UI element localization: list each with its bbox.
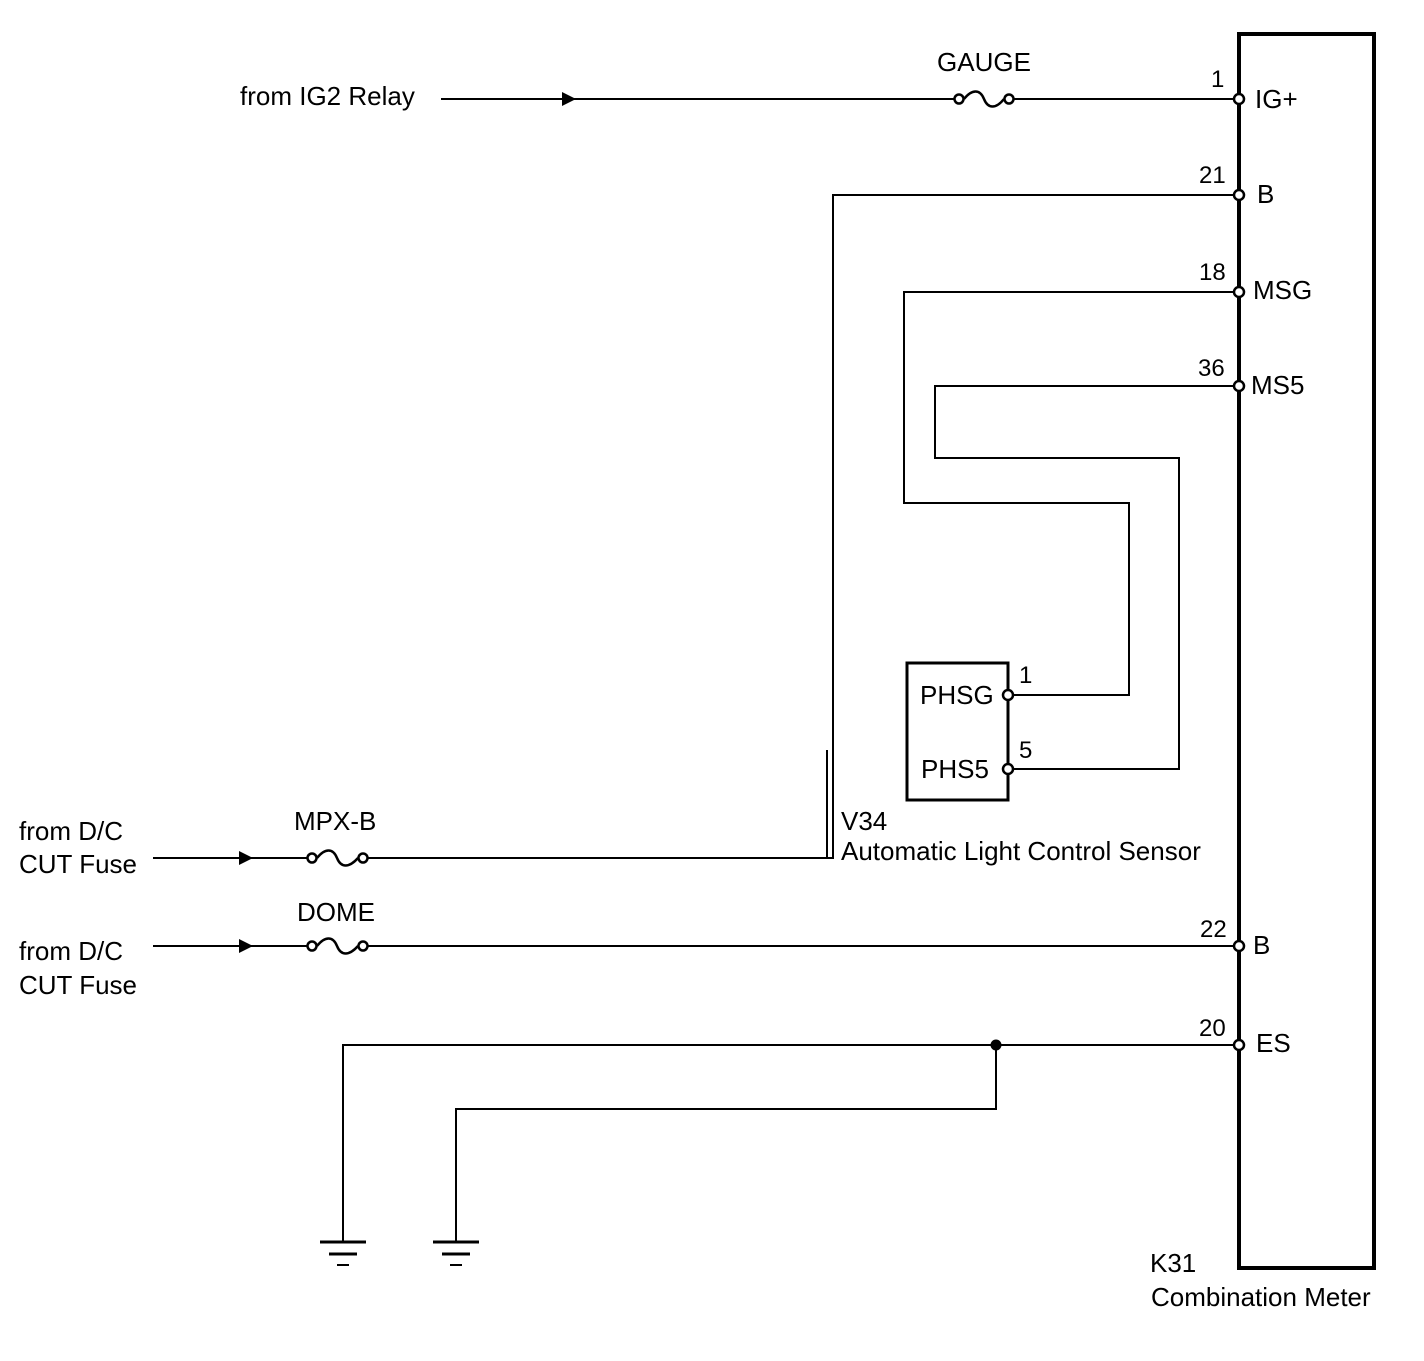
light-control-sensor-box — [905, 661, 1010, 802]
meter-pin-name: ES — [1256, 1028, 1291, 1058]
sensor-pin-num: 1 — [1019, 662, 1032, 689]
sensor-pin-name: PHSG — [920, 680, 994, 710]
meter-pin-name: B — [1257, 179, 1274, 209]
source-dc-cut-2-line1: from D/C — [19, 936, 123, 966]
terminal-es — [1232, 1038, 1246, 1052]
wire-es-ground-1 — [342, 1044, 1237, 1242]
meter-pin-num: 18 — [1199, 259, 1226, 286]
source-dc-cut-1-line1: from D/C — [19, 816, 123, 846]
combination-meter-box — [1237, 32, 1376, 1270]
sensor-pin-num: 5 — [1019, 737, 1032, 764]
wire-mpxb-to-pin21 — [367, 194, 1237, 859]
arrow-ig2-icon — [562, 92, 576, 106]
terminal-b22 — [1232, 939, 1246, 953]
terminal-ms5 — [1232, 379, 1246, 393]
fuse-label-mpxb: MPX-B — [294, 806, 376, 836]
meter-pin-num: 1 — [1211, 66, 1224, 93]
meter-pin-num: 36 — [1198, 355, 1225, 382]
arrow-dc-cut-1-icon — [239, 851, 253, 865]
meter-pin-name: IG+ — [1255, 84, 1298, 114]
meter-name: Combination Meter — [1151, 1282, 1371, 1312]
meter-pin-num: 20 — [1199, 1015, 1226, 1042]
fuse-label-dome: DOME — [297, 897, 375, 927]
meter-pin-name: B — [1253, 930, 1270, 960]
terminal-msg — [1232, 285, 1246, 299]
fuse-label-gauge: GAUGE — [937, 47, 1031, 77]
splice-junction — [990, 1039, 1002, 1051]
ground-2-icon — [433, 1240, 479, 1266]
sensor-code: V34 — [841, 806, 887, 836]
meter-pin-num: 22 — [1200, 916, 1227, 943]
ground-1-icon — [320, 1240, 366, 1266]
dome-fuse-icon — [306, 937, 369, 955]
source-dc-cut-2-line2: CUT Fuse — [19, 970, 137, 1000]
meter-pin-name: MSG — [1253, 275, 1312, 305]
source-ig2-relay: from IG2 Relay — [240, 81, 415, 111]
terminal-phsg — [1001, 688, 1015, 702]
gauge-fuse-icon — [953, 90, 1015, 108]
terminal-b21 — [1232, 188, 1246, 202]
wire-es-ground-2 — [455, 1045, 997, 1242]
meter-code: K31 — [1150, 1248, 1196, 1278]
sensor-name: Automatic Light Control Sensor — [841, 836, 1201, 866]
sensor-pin-name: PHS5 — [921, 754, 989, 784]
source-dc-cut-1-line2: CUT Fuse — [19, 849, 137, 879]
mpxb-fuse-icon — [306, 849, 369, 867]
wire-msg-to-phsg — [903, 291, 1237, 696]
terminal-igplus — [1232, 92, 1246, 106]
arrow-dc-cut-2-icon — [239, 939, 253, 953]
terminal-phs5 — [1001, 762, 1015, 776]
meter-pin-num: 21 — [1199, 162, 1226, 189]
meter-pin-name: MS5 — [1251, 370, 1304, 400]
wire-ms5-to-phs5 — [934, 385, 1237, 770]
